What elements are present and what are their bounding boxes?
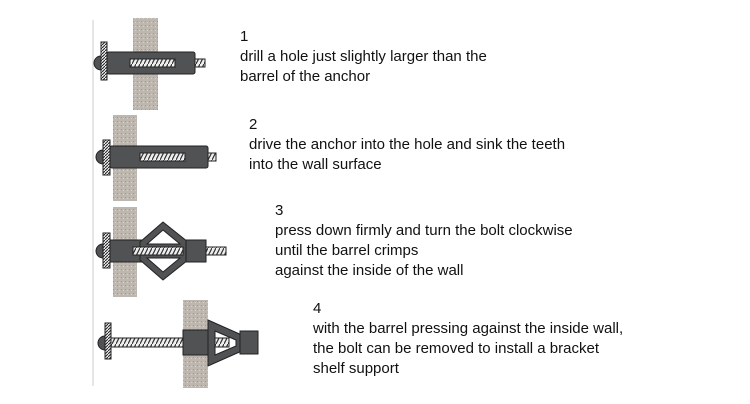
screw-tip: [194, 58, 206, 68]
step-line: with the barrel pressing against the ins…: [313, 320, 624, 337]
screw-tip: [207, 152, 217, 162]
bolt-head: [97, 335, 106, 351]
screw: [132, 246, 184, 256]
screw: [129, 58, 176, 68]
step-number: 3: [275, 202, 284, 219]
figure-step-4: [97, 300, 259, 388]
bolt-head: [93, 55, 102, 71]
step-2-text: 2 drive the anchor into the hole and sin…: [249, 115, 565, 175]
step-line: drill a hole just slightly larger than t…: [240, 48, 487, 65]
figure-step-1: [93, 18, 206, 110]
step-line: press down firmly and turn the bolt cloc…: [275, 222, 573, 239]
removed-bolt: [110, 337, 230, 348]
screw-tip: [205, 246, 227, 256]
screw: [139, 152, 186, 162]
step-number: 1: [240, 28, 249, 45]
washer: [100, 41, 108, 81]
step-line: against the inside of the wall: [275, 262, 464, 279]
step-line: until the barrel crimps: [275, 242, 419, 259]
step-line: drive the anchor into the hole and sink …: [249, 136, 566, 153]
step-number: 4: [313, 300, 322, 317]
bolt-head: [95, 243, 104, 259]
step-1-text: 1 drill a hole just slightly larger than…: [240, 27, 487, 87]
barrel-end: [239, 330, 259, 355]
step-line: barrel of the anchor: [240, 68, 371, 85]
figure-step-3: [95, 207, 227, 297]
step-line: shelf support: [313, 360, 399, 377]
washer: [104, 322, 112, 360]
washer: [102, 232, 111, 269]
figure-step-2: [95, 115, 217, 201]
step-3-text: 3 press down firmly and turn the bolt cl…: [275, 201, 573, 281]
step-line: the bolt can be removed to install a bra…: [313, 340, 599, 357]
step-4-text: 4 with the barrel pressing against the i…: [313, 299, 623, 379]
step-number: 2: [249, 116, 258, 133]
bolt-head: [95, 149, 104, 165]
barrel-end: [185, 239, 207, 263]
washer: [102, 139, 111, 176]
step-line: into the wall surface: [249, 156, 382, 173]
